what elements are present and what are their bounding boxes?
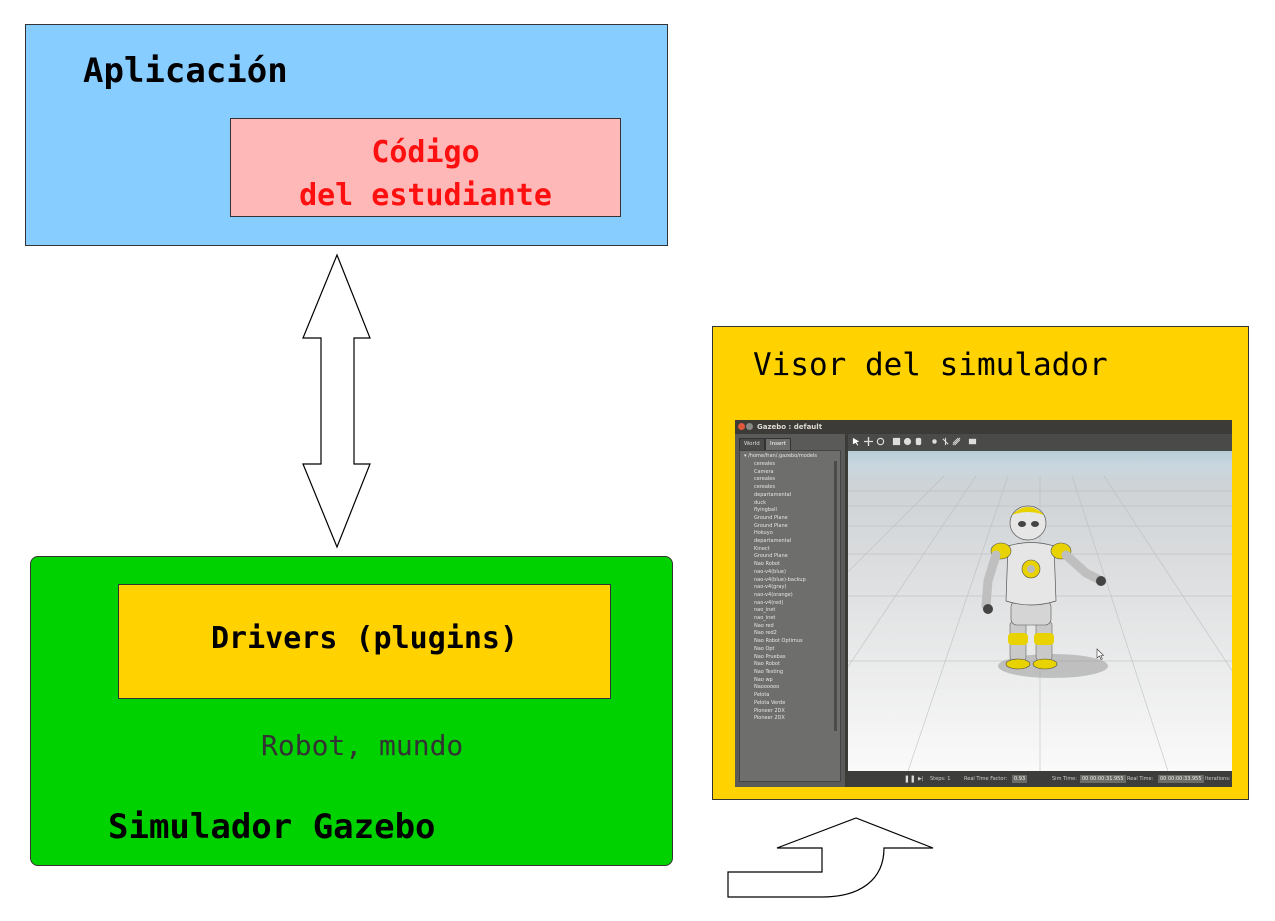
mouse-cursor-icon (1096, 648, 1105, 660)
pause-icon: ❚❚ (904, 775, 916, 783)
tree-model-item: nao-v4(gray) (754, 584, 787, 591)
aplicacion-title: Aplicación (83, 51, 288, 91)
tree-model-item: cereales (754, 484, 775, 491)
screenshot-icon (968, 438, 977, 445)
tree-model-item: Ground Plane (754, 514, 788, 521)
window-title: Gazebo : default (757, 423, 823, 431)
visor-simulador-box: Visor del simulador Gazebo : default Wor… (712, 326, 1249, 800)
tree-model-item: Pioneer 2DX (754, 715, 785, 722)
tree-model-item: departamental (754, 491, 792, 498)
codigo-estudiante-label: Código del estudiante (231, 131, 620, 217)
codigo-estudiante-box: Código del estudiante (230, 118, 621, 217)
bidirectional-arrow (302, 253, 371, 549)
tree-model-item: Pelota Verde (754, 699, 786, 706)
sphere-icon (903, 437, 912, 446)
tree-model-item: Ground Plane (754, 522, 788, 529)
curved-arrow (727, 817, 934, 898)
drivers-box: Drivers (plugins) (118, 584, 611, 699)
tree-model-item: nao-v4(blue) (754, 568, 786, 575)
step-icon: ▶| (918, 776, 924, 782)
gazebo-screenshot: Gazebo : default World Insert ▾ /home/fr… (735, 420, 1232, 787)
status-bar: ❚❚ ▶| Steps: 1 Real Time Factor: 0.93 Si… (848, 771, 1232, 787)
tree-scrollbar (834, 461, 837, 731)
codigo-line2: del estudiante (299, 178, 552, 213)
real-time-value: 00 00:00:33.955 (1158, 775, 1204, 783)
tree-model-item: nao_inet (754, 607, 776, 614)
rtf-label: Real Time Factor: (964, 776, 1008, 782)
sim-time-label: Sim Time: (1052, 776, 1077, 782)
cylinder-icon (915, 437, 922, 446)
tree-model-item: Naoooooo (754, 684, 780, 691)
tree-model-item: Nao wp (754, 676, 773, 683)
tree-model-item: departamental (754, 538, 792, 545)
tree-model-item: Camera (754, 468, 774, 475)
close-icon (738, 423, 745, 430)
simulador-gazebo-title: Simulador Gazebo (108, 807, 436, 847)
tab-insert: Insert (765, 438, 791, 450)
point-light-icon (932, 439, 937, 444)
directional-light-icon (952, 437, 961, 446)
tree-model-item: nao-v4(red) (754, 599, 784, 606)
tree-model-item: duck (754, 499, 766, 506)
simulador-gazebo-box: Drivers (plugins) Robot, mundo Simulador… (30, 556, 673, 866)
translate-icon (864, 437, 873, 446)
tree-model-item: Nao Robot (754, 561, 780, 568)
tree-model-item: Ground Plane (754, 553, 788, 560)
tree-model-item: Nao red (754, 622, 774, 629)
aplicacion-box: Aplicación Código del estudiante (25, 24, 668, 246)
minimize-icon (746, 423, 753, 430)
spot-light-icon (942, 437, 949, 446)
drivers-label: Drivers (plugins) (210, 621, 519, 656)
steps-label: Steps: 1 (930, 776, 951, 782)
tree-root-path: ▾ /home/fran/.gazebo/models (744, 453, 818, 459)
tree-model-item: Nao Testing (754, 668, 784, 675)
robot-mundo-label: Robot, mundo (261, 729, 464, 762)
tree-model-item: Nao Opt (754, 645, 775, 652)
tree-model-item: cereales (754, 476, 775, 483)
left-panel: World Insert ▾ /home/fran/.gazebo/models… (735, 434, 845, 787)
tree-root-label: /home/fran/.gazebo/models (748, 453, 818, 459)
select-icon (852, 437, 860, 446)
scene-svg (848, 475, 1232, 771)
iterations-label: Iterations: (1205, 776, 1231, 782)
tree-model-item: cereales (754, 461, 775, 467)
codigo-line1: Código (371, 135, 480, 170)
tree-model-item: Hokuyo (754, 530, 773, 537)
tree-model-item: flyingball (754, 507, 777, 514)
tree-model-item: Pelota (754, 692, 770, 699)
tree-model-item: Nao red2 (754, 630, 777, 637)
real-time-label: Real Time: (1127, 776, 1154, 782)
tree-model-item: Pioneer 2DX (754, 707, 785, 714)
3d-viewport (848, 451, 1232, 771)
tree-model-item: Nao Robot (754, 661, 780, 668)
window-titlebar: Gazebo : default (735, 420, 1232, 434)
tree-model-item: Nao Robot Optimus (754, 638, 803, 645)
tree-model-item: Nao Pruebas (754, 653, 786, 660)
visor-simulador-title: Visor del simulador (753, 347, 1108, 383)
nao-robot (981, 505, 1106, 670)
tree-model-item: nao-v4(blue)-backup (754, 576, 806, 583)
rtf-value: 0.93 (1012, 775, 1028, 783)
tree-model-item: nao-v4(orange) (754, 591, 793, 598)
rotate-icon (876, 437, 885, 446)
tree-model-item: Kinect (754, 545, 770, 552)
tab-world: World (739, 438, 765, 450)
sim-time-value: 00 00:00:31.955 (1080, 775, 1126, 783)
box-icon (892, 437, 901, 446)
tree-model-item: nao_inet (754, 615, 776, 622)
toolbar (848, 434, 1232, 451)
